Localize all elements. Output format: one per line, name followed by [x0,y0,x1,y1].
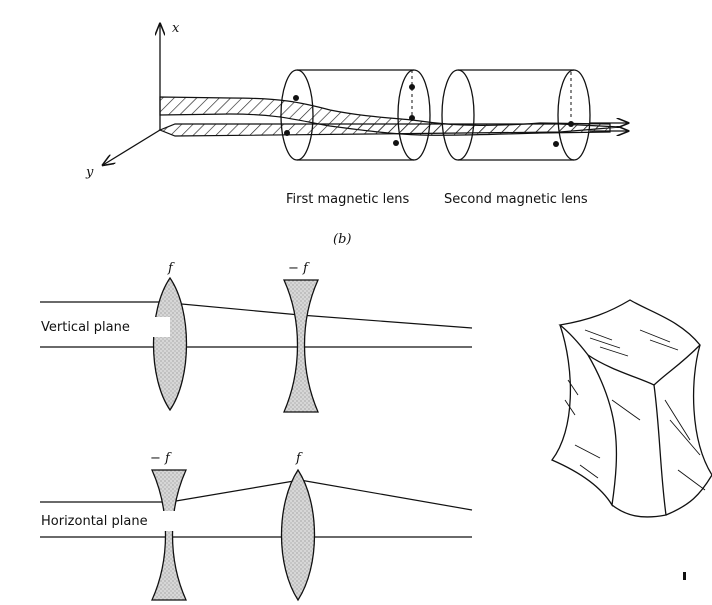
vertical-lens1-focal: f [167,261,175,276]
vertical-plane-diagram: Vertical plane f − f [38,261,473,413]
y-axis-label: y [85,165,94,180]
diverging-lens [282,279,320,413]
beam-horizontal-ribbon [158,123,621,137]
ray [169,479,301,503]
label-backdrop [38,317,170,337]
diverging-lens [150,469,188,601]
vertical-plane-label: Vertical plane [41,320,130,335]
horizontal-lens2-focal: f [295,451,303,466]
quadrupole-block-sketch [550,299,712,518]
converging-lens [152,276,188,412]
first-lens-label: First magnetic lens [286,192,409,207]
second-lens-label: Second magnetic lens [444,192,588,207]
x-axis-label: x [172,21,180,36]
ray [299,479,473,511]
panel-b: x y [85,21,628,247]
ray [299,314,473,329]
vertical-lens2-focal: − f [288,261,310,276]
second-magnetic-lens [441,69,591,161]
panel-caption: (b) [333,232,351,247]
horizontal-lens1-focal: − f [150,451,172,466]
ray [159,301,301,316]
horizontal-plane-diagram: Horizontal plane − f f [38,451,473,602]
speck-mark [683,572,686,580]
first-magnetic-lens [280,69,431,161]
horizontal-plane-label: Horizontal plane [41,514,148,529]
converging-lens [280,468,316,602]
label-backdrop [38,511,184,531]
y-axis [103,129,161,165]
